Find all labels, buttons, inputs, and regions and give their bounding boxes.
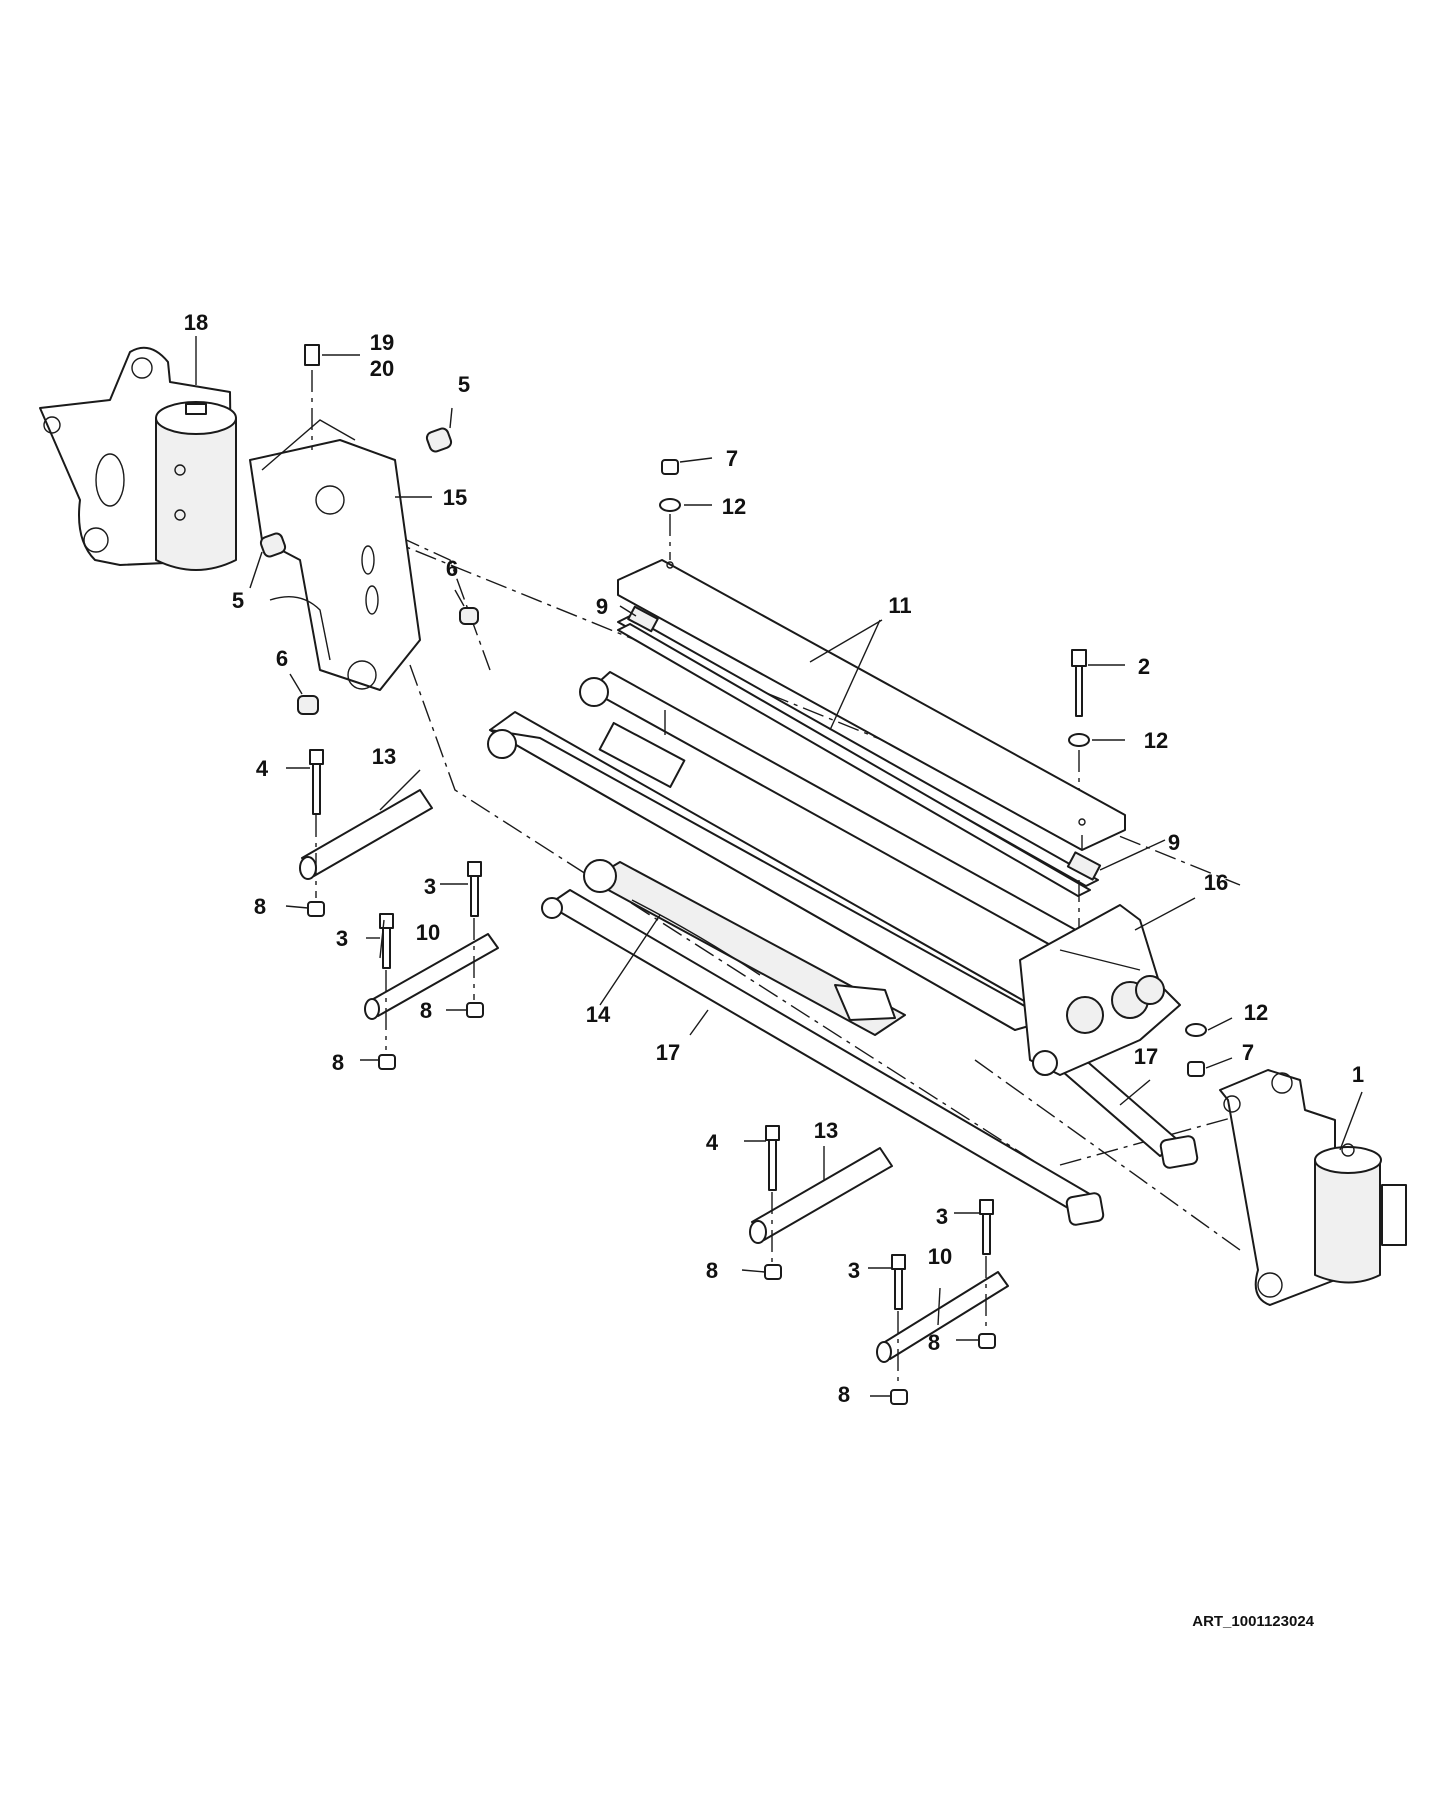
platform-head-bracket <box>1019 904 1181 1076</box>
callout-6-left: 6 <box>276 646 288 671</box>
callout-10-right: 10 <box>928 1244 952 1269</box>
bolt-3-left-b <box>467 861 482 1000</box>
callout-8-right-b: 8 <box>928 1330 940 1355</box>
nut-8-right-a <box>764 1264 782 1280</box>
callout-12-lower: 12 <box>1244 1000 1268 1025</box>
callout-3-left-b: 3 <box>424 874 436 899</box>
callout-10-left: 10 <box>416 920 440 945</box>
callout-9-lower: 9 <box>1168 830 1180 855</box>
bolt-4-right <box>765 1125 780 1262</box>
callout-17-right: 17 <box>1134 1044 1158 1069</box>
right-washer-lower <box>1185 1023 1207 1037</box>
leader-lines <box>195 336 1363 1397</box>
callout-18: 18 <box>184 310 208 335</box>
callout-3-right-a: 3 <box>848 1258 860 1283</box>
callout-13-left: 13 <box>372 744 396 769</box>
callout-4-left: 4 <box>256 756 269 781</box>
callout-17-left: 17 <box>656 1040 680 1065</box>
nut-8-right-b <box>978 1333 996 1349</box>
right-mount-bracket <box>1219 1069 1336 1306</box>
callout-8-right-a: 8 <box>706 1258 718 1283</box>
bushing-upper <box>425 427 453 453</box>
art-number: ART_1001123024 <box>1192 1613 1314 1630</box>
callout-14: 14 <box>586 1002 611 1027</box>
nut-8-left-c <box>378 1054 396 1070</box>
spacer-left <box>297 695 319 715</box>
callout-7-lower: 7 <box>1242 1040 1254 1065</box>
bolt-3-right-b <box>979 1199 994 1330</box>
callout-12-top: 12 <box>722 494 746 519</box>
callout-5-upper: 5 <box>458 372 470 397</box>
nut-8-left-b <box>466 1002 484 1018</box>
callout-8-left-b: 8 <box>420 998 432 1023</box>
callout-1: 1 <box>1352 1062 1364 1087</box>
callout-8-left-a: 8 <box>254 894 266 919</box>
wear-strip <box>617 615 1099 897</box>
callout-20: 20 <box>370 356 394 381</box>
pivot-link <box>249 419 421 691</box>
top-cover-plate <box>617 559 1126 851</box>
lower-link-left <box>541 889 1105 1226</box>
spacer-right <box>459 607 479 625</box>
right-washer <box>1068 733 1090 930</box>
callout-3-left-a: 3 <box>336 926 348 951</box>
callout-3-right-b: 3 <box>936 1204 948 1229</box>
pin-13-right <box>749 1147 893 1244</box>
bushing-lower <box>259 532 287 558</box>
callout-4-right: 4 <box>706 1130 719 1155</box>
callout-2: 2 <box>1138 654 1150 679</box>
bolt-4-left <box>309 749 324 898</box>
nut-8-right-c <box>890 1389 908 1405</box>
top-nut <box>661 459 679 475</box>
pin-10-left <box>364 933 499 1020</box>
top-washer <box>659 498 681 560</box>
left-rotary-actuator <box>155 401 237 571</box>
callout-16: 16 <box>1204 870 1228 895</box>
right-bolt <box>1071 649 1087 717</box>
pivot-cap-screw <box>304 344 320 450</box>
right-rotary-actuator <box>1314 1143 1407 1284</box>
pin-10-right <box>876 1271 1009 1363</box>
callout-6-right: 6 <box>446 556 458 581</box>
callout-5-lower: 5 <box>232 588 244 613</box>
callout-12-right: 12 <box>1144 728 1168 753</box>
callout-9-upper: 9 <box>596 594 608 619</box>
callout-13-right: 13 <box>814 1118 838 1143</box>
bolt-3-right-a <box>891 1254 906 1385</box>
callout-labels: 18 19 20 5 15 5 6 6 7 12 9 11 2 12 9 16 … <box>184 310 1364 1407</box>
pin-13-left <box>299 789 433 880</box>
nut-8-left-a <box>307 901 325 917</box>
callout-19: 19 <box>370 330 394 355</box>
lift-cylinder <box>583 859 906 1036</box>
wear-pad-lower <box>1066 851 1102 881</box>
callout-8-left-c: 8 <box>332 1050 344 1075</box>
callout-11: 11 <box>888 593 911 618</box>
callout-15: 15 <box>443 485 467 510</box>
callout-7-top: 7 <box>726 446 738 471</box>
callout-8-right-c: 8 <box>838 1382 850 1407</box>
right-nut <box>1187 1061 1205 1077</box>
